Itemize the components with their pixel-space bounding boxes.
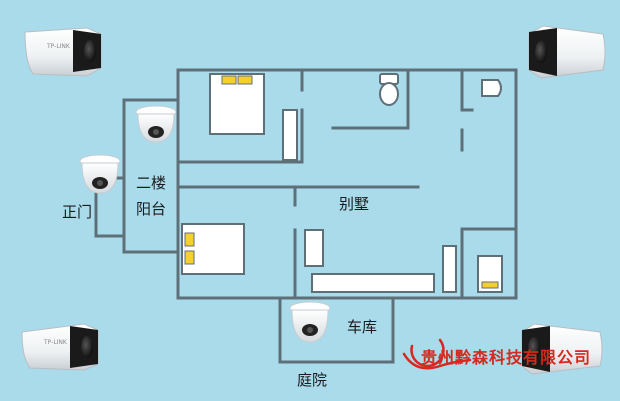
bed-lower	[181, 223, 245, 275]
dome-camera-garage	[289, 301, 331, 343]
dome-camera-balcony	[135, 105, 177, 143]
long-counter	[311, 273, 435, 293]
villa-label: 别墅	[339, 195, 370, 213]
fridge-accent	[481, 281, 499, 289]
garage-wall	[278, 296, 395, 364]
bed-upper	[209, 73, 265, 135]
watermark-logo	[402, 338, 472, 370]
furniture	[181, 73, 503, 293]
main-door-label: 正门	[62, 203, 93, 221]
watermark-company-name: 贵州黔森科技有限公司	[421, 348, 592, 367]
dome-camera-main-door	[79, 154, 121, 194]
narrow-cabinet	[442, 245, 457, 293]
toilet-bowl	[379, 82, 399, 106]
bathroom-wall	[331, 68, 410, 130]
wardrobe-lower	[304, 229, 324, 267]
wardrobe-upper	[282, 109, 298, 161]
balcony-label-line1: 二楼	[136, 174, 167, 192]
garage-label: 车库	[347, 318, 378, 336]
pillow-upper-1	[221, 75, 237, 85]
bullet-camera-top-left: TP-LINK	[24, 27, 102, 77]
urinal	[481, 79, 502, 97]
bullet-camera-top-right	[528, 25, 606, 79]
bedroom1-wall-bottom	[176, 108, 304, 164]
svg-text:TP-LINK: TP-LINK	[46, 43, 71, 50]
pillow-lower-2	[184, 250, 195, 265]
bullet-camera-bottom-right	[521, 323, 603, 375]
balcony-label-line2: 阳台	[136, 200, 167, 218]
svg-text:TP-LINK: TP-LINK	[43, 339, 68, 346]
bullet-camera-bottom-left: TP-LINK	[21, 323, 99, 371]
pillow-upper-2	[237, 75, 253, 85]
courtyard-label: 庭院	[297, 371, 328, 389]
balcony-wall	[122, 98, 180, 254]
villa-outer-wall	[176, 68, 518, 300]
pillow-lower-1	[184, 232, 195, 247]
